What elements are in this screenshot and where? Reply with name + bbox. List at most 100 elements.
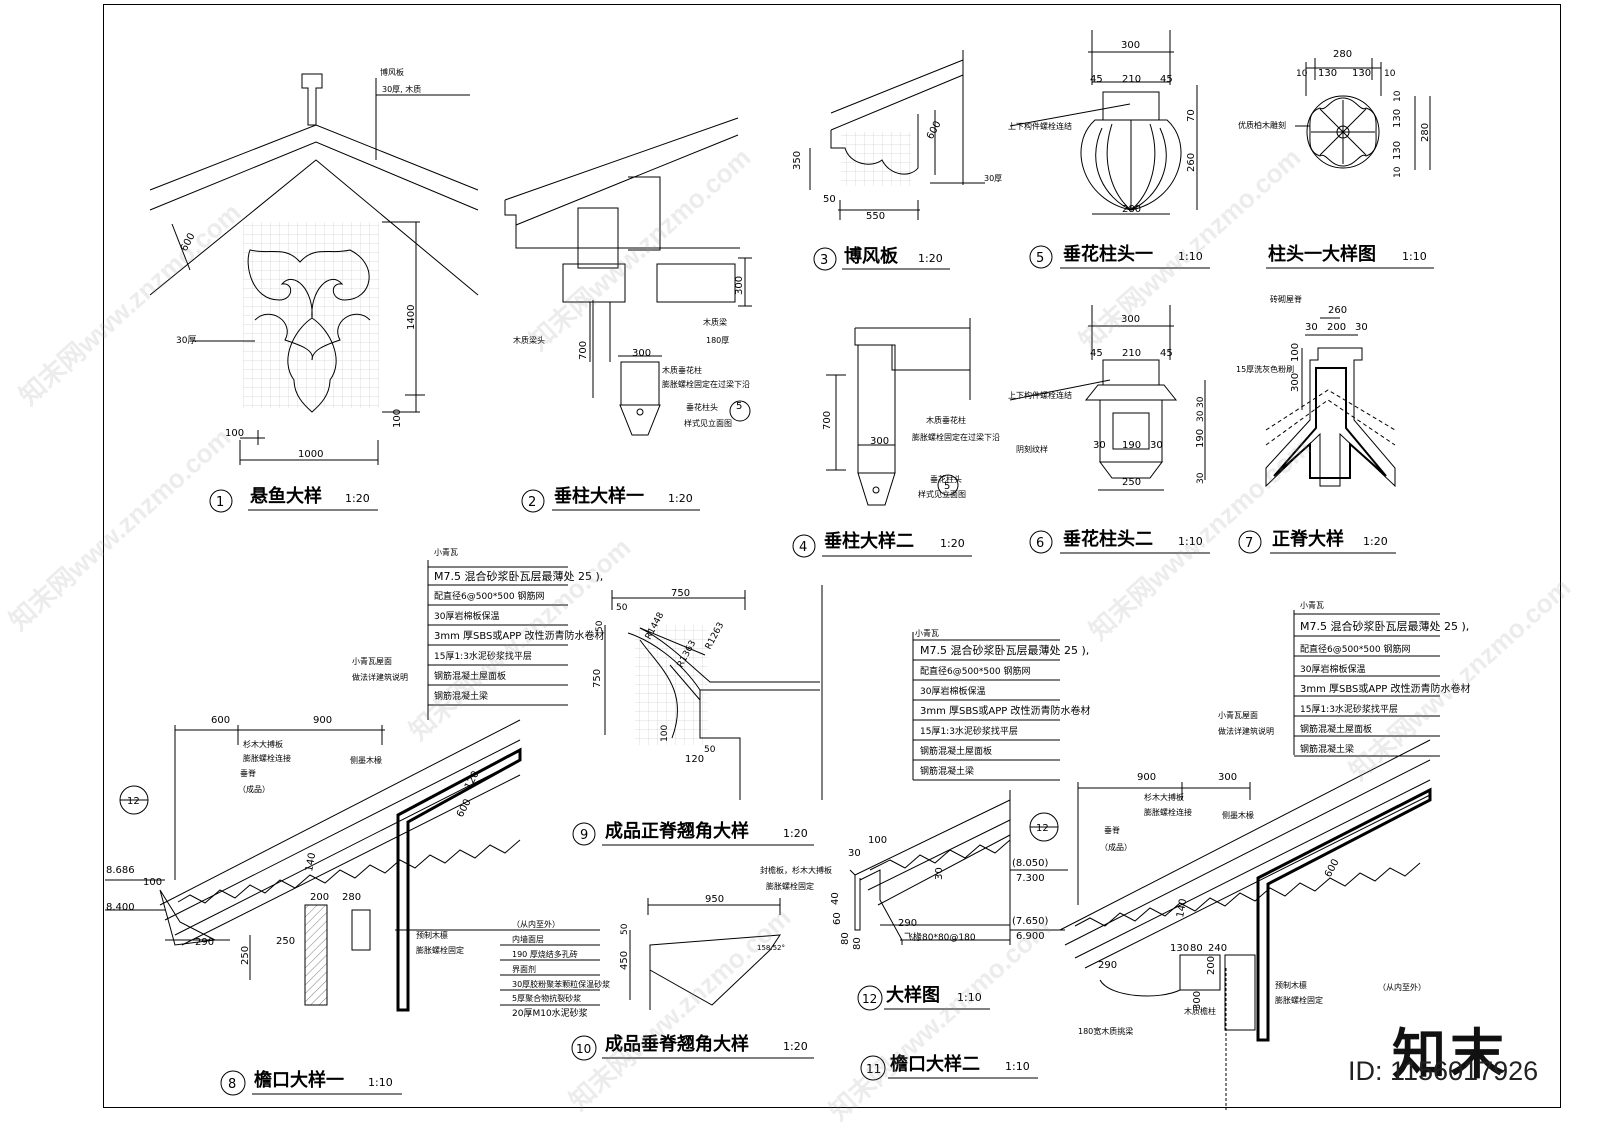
layer-a-4: 3mm 厚SBS或APP 改性沥青防水卷材 — [434, 629, 604, 642]
dim-d6-v30b: 30 — [1196, 410, 1206, 422]
elev-d11-c: (7.650) — [1012, 916, 1049, 927]
dim-d9-100: 100 — [660, 725, 670, 742]
detail-8-drawing — [105, 719, 522, 1012]
title-11-name: 檐口大样二 — [890, 1053, 980, 1075]
label-d4-colfix: 膨胀螺栓固定在过梁下沿 — [912, 432, 1000, 442]
title-6-name: 垂花柱头二 — [1063, 528, 1153, 550]
label-d11-ref: 12 — [1036, 823, 1049, 834]
title-4-scale: 1:20 — [940, 537, 965, 550]
label-d11-roof: 小青瓦屋面 — [1218, 710, 1258, 720]
layer-c-1: M7.5 混合砂浆卧瓦层最薄处 25 ), — [1300, 619, 1469, 633]
title-3-name: 博风板 — [844, 245, 899, 267]
dim-d3-50: 50 — [823, 194, 836, 205]
elev-d8-a: 8.686 — [106, 865, 135, 876]
dim-d6-30a: 30 — [1093, 440, 1106, 451]
dim-d4-700: 700 — [822, 411, 833, 430]
dim-d8-290: 290 — [195, 937, 214, 948]
detail-capital-drawing — [1295, 58, 1431, 170]
dim-d11-300b: 300 — [1192, 991, 1203, 1010]
label-d11-roof2: 做法详建筑说明 — [1218, 726, 1274, 736]
label-bofeng: 博风板 — [380, 67, 404, 77]
layer-c-2: 配直径6@500*500 钢筋网 — [1300, 643, 1410, 655]
title-3-scale: 1:20 — [918, 252, 943, 265]
layer-b-0: 小青瓦 — [915, 628, 939, 638]
elev-d11-d: 6.900 — [1016, 931, 1045, 942]
wall-layer-1: 190 厚烧结多孔砖 — [512, 949, 578, 959]
dim-cap-10a: 10 — [1296, 69, 1308, 79]
dim-d8-600: 600 — [211, 715, 230, 726]
label-d8-fir: 杉木大搏板 — [243, 739, 283, 749]
layer-b-5: 15厚1:3水泥砂浆找平层 — [920, 725, 1018, 737]
dim-d9-750: 750 — [671, 588, 690, 599]
dim-d6-30b: 30 — [1150, 440, 1163, 451]
dim-d10-angle: 158.52° — [757, 944, 785, 952]
dim-d12-100: 100 — [868, 835, 887, 846]
detail-11-drawing — [1010, 739, 1432, 1110]
detail-3-drawing — [809, 50, 985, 220]
label-d8-roof2: 做法详建筑说明 — [352, 672, 408, 682]
elev-d11-b: 7.300 — [1016, 873, 1045, 884]
title-6-scale: 1:10 — [1178, 535, 1203, 548]
dim-d7-30b: 30 — [1355, 322, 1368, 333]
dim-d11-900: 900 — [1137, 772, 1156, 783]
label-d11-ridge2: （成品） — [1100, 842, 1132, 852]
layer-c-6: 钢筋混凝土屋面板 — [1300, 723, 1372, 735]
dim-d3-350: 350 — [792, 151, 803, 170]
layer-a-6: 钢筋混凝土屋面板 — [434, 670, 506, 682]
dim-d5-260: 260 — [1186, 153, 1197, 172]
label-d2-col: 木质垂花柱 — [662, 365, 702, 375]
dim-cap-v10b: 10 — [1393, 166, 1403, 178]
title-12-no: 12 — [862, 992, 877, 1006]
brand-logo: 知末 — [1392, 1023, 1508, 1086]
label-d7-mat: 砖砌屋脊 — [1270, 294, 1302, 304]
dim-d2-300b: 300 — [632, 348, 651, 359]
label-d11-side: 侧墨木椽 — [1222, 810, 1254, 820]
dim-d11-80: 80 — [1190, 943, 1203, 954]
label-d2-style2: 样式见立面图 — [684, 418, 732, 428]
dim-d8-900: 900 — [313, 715, 332, 726]
label-d8-ridge: 垂脊 — [240, 768, 256, 778]
label-d4-col: 木质垂花柱 — [926, 415, 966, 425]
dim-d7-v100: 100 — [1290, 343, 1301, 362]
label-d8-purlin2: 膨胀螺栓固定 — [416, 945, 464, 955]
dim-d10-950: 950 — [705, 894, 724, 905]
title-9-scale: 1:20 — [783, 827, 808, 840]
dim-d6-190: 190 — [1122, 440, 1141, 451]
label-d7-wash: 15厚洗灰色粉刷 — [1236, 364, 1294, 374]
dim-d8-140: 140 — [304, 852, 318, 873]
title-8-scale: 1:10 — [368, 1076, 393, 1089]
dim-d1-1000: 1000 — [298, 449, 323, 460]
dim-d9-50b: 50 — [704, 745, 716, 755]
dim-cap-v130b: 130 — [1392, 141, 1403, 160]
label-bofeng-spec: 30厚, 木质 — [382, 84, 421, 94]
dim-cap-v130a: 130 — [1392, 109, 1403, 128]
label-d6-bolt: 上下构件螺栓连结 — [1008, 390, 1072, 400]
dim-d12-30: 30 — [848, 848, 861, 859]
elev-d11-a: (8.050) — [1012, 858, 1049, 869]
dim-d8-200: 200 — [310, 892, 329, 903]
label-d4-style2: 样式见立面图 — [918, 489, 966, 499]
dim-cap-v10a: 10 — [1393, 90, 1403, 102]
label-d8-ridge2: （成品） — [238, 784, 270, 794]
label-d11-beam: 180宽木质挑梁 — [1078, 1026, 1133, 1036]
title-2-no: 2 — [528, 495, 536, 510]
dim-cap-v280: 280 — [1420, 123, 1431, 142]
wall-layer-2: 界面剂 — [512, 964, 536, 974]
detail-1-drawing — [149, 73, 479, 465]
dim-d5-210: 210 — [1122, 74, 1141, 85]
title-4-no: 4 — [799, 540, 807, 555]
label-d2-style: 垂花柱头 — [686, 402, 718, 412]
dim-d7-30a: 30 — [1305, 322, 1318, 333]
title-10-name: 成品垂脊翘角大样 — [605, 1033, 749, 1055]
detail-5-drawing — [1009, 30, 1198, 215]
dim-d6-v30c: 30 — [1196, 472, 1206, 484]
dim-cap-280: 280 — [1333, 49, 1352, 60]
title-8-no: 8 — [228, 1077, 236, 1092]
title-11-no: 11 — [866, 1062, 881, 1076]
dim-d6-45a: 45 — [1090, 348, 1103, 359]
dim-d6-v30a: 30 — [1196, 396, 1206, 408]
layer-c-7: 钢筋混凝土梁 — [1300, 743, 1354, 755]
title-3-no: 3 — [820, 253, 828, 268]
layer-c-5: 15厚1:3水泥砂浆找平层 — [1300, 703, 1398, 715]
